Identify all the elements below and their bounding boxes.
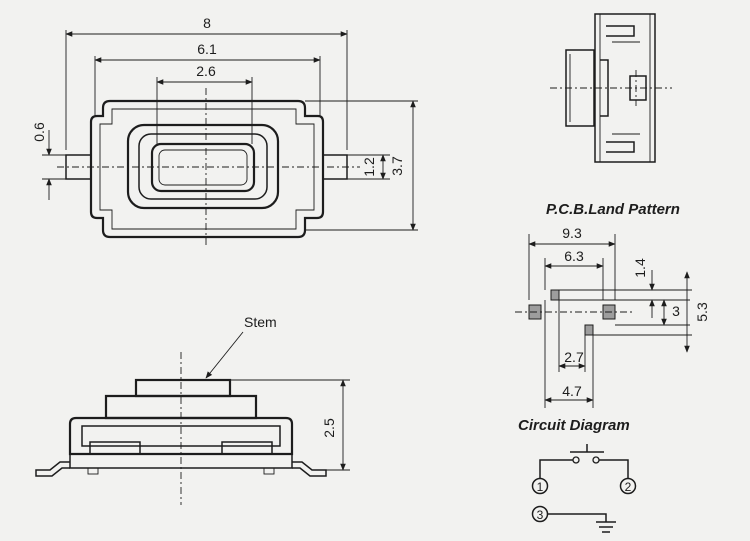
terminal-1-label: 1 [537, 480, 544, 494]
terminal-3-label: 3 [537, 508, 544, 522]
circuit-diagram-title: Circuit Diagram [518, 417, 630, 434]
pad-top [550, 289, 560, 301]
terminal-1-marker [531, 477, 549, 495]
pad-bottom [584, 324, 594, 336]
side-view: Stem 2.5 [35, 314, 350, 505]
terminal-2-marker [619, 477, 637, 495]
dim-terminal-width: 1.2 [361, 157, 377, 177]
pcb-land-pattern: P.C.B.Land Pattern 9.3 6.3 1.4 3 5.3 [515, 201, 710, 408]
dim-outer-span: 9.3 [562, 225, 582, 241]
dim-terminal-thickness: 0.6 [31, 122, 47, 142]
stem-label: Stem [244, 314, 277, 330]
dim-ground-span: 4.7 [562, 383, 582, 399]
pcb-land-pattern-title: P.C.B.Land Pattern [546, 201, 680, 218]
terminal-3-marker [531, 505, 549, 523]
dim-total-height: 5.3 [694, 302, 710, 322]
dim-center-span: 2.7 [564, 349, 584, 365]
dim-body-width: 3.7 [389, 156, 405, 176]
dim-body-length: 6.1 [197, 41, 217, 57]
dim-inner-span: 6.3 [564, 248, 584, 264]
right-lead [292, 461, 327, 477]
dim-total-length: 8 [203, 15, 211, 31]
ground-icon [596, 521, 616, 533]
side-end-view [550, 13, 672, 163]
dim-pad-size: 1.4 [632, 258, 648, 278]
dim-pad-pitch: 3 [672, 303, 680, 319]
terminal-2-label: 2 [625, 480, 632, 494]
dim-height: 2.5 [321, 418, 337, 438]
dim-stem-length: 2.6 [196, 63, 216, 79]
circuit-diagram: Circuit Diagram 1 2 3 [518, 417, 637, 533]
stem-shape [134, 378, 232, 398]
switch-body-outline [89, 99, 325, 239]
left-lead [35, 461, 70, 477]
top-view: 8 6.1 2.6 0.6 1.2 3.7 [31, 15, 418, 245]
